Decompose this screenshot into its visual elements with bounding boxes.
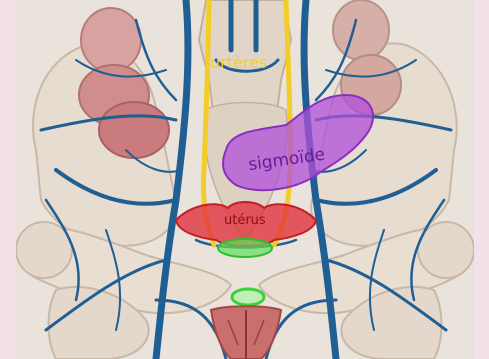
pelvis-anatomy-svg: urtères sigmoïde utérus	[16, 0, 474, 359]
bladder-highlight	[218, 239, 272, 257]
uterus-label: utérus	[224, 213, 266, 228]
urethra-ring	[232, 289, 264, 305]
pelvis-illustration: urtères sigmoïde utérus	[16, 0, 474, 359]
ureters-label: urtères	[210, 53, 267, 72]
